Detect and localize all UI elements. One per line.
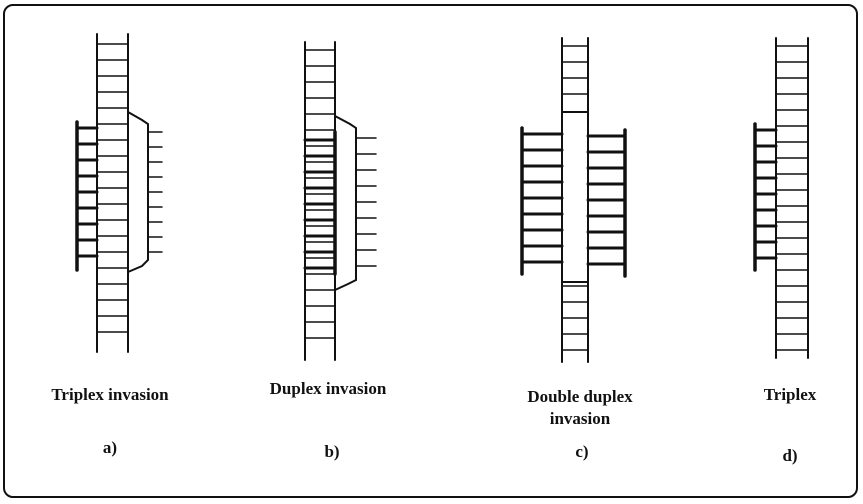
caption-double-duplex-invasion: Double duplex invasion [527, 387, 633, 428]
panel-b-invaded-region [303, 130, 337, 276]
panel-c-bubble [561, 111, 589, 283]
panel-letter-d: d) [782, 446, 798, 465]
panel-b-displaced-strand [334, 115, 377, 291]
panel-letter-a: a) [102, 438, 118, 457]
caption-triplex: Triplex [763, 385, 817, 404]
panel-a-displaced-strand [127, 111, 163, 273]
panel-c-left-invader [520, 126, 564, 276]
panel-d-triplex [753, 37, 809, 359]
panel-letter-b: b) [324, 442, 340, 461]
caption-duplex-invasion: Duplex invasion [269, 379, 387, 398]
panel-a-triplex-invasion [75, 33, 163, 353]
caption-triplex-invasion: Triplex invasion [51, 385, 169, 404]
panel-c-double-duplex-invasion [520, 37, 627, 363]
panel-a-main-duplex [96, 33, 129, 353]
panel-a-invading-strand [75, 120, 99, 272]
figure-frame [3, 4, 858, 498]
panel-d-third-strand [753, 122, 778, 272]
panel-c-right-invader [586, 128, 627, 278]
panel-b-main-duplex [304, 41, 336, 361]
panel-d-main-duplex [775, 37, 809, 359]
panel-b-duplex-invasion [303, 41, 377, 361]
panel-letter-c: c) [575, 442, 589, 461]
